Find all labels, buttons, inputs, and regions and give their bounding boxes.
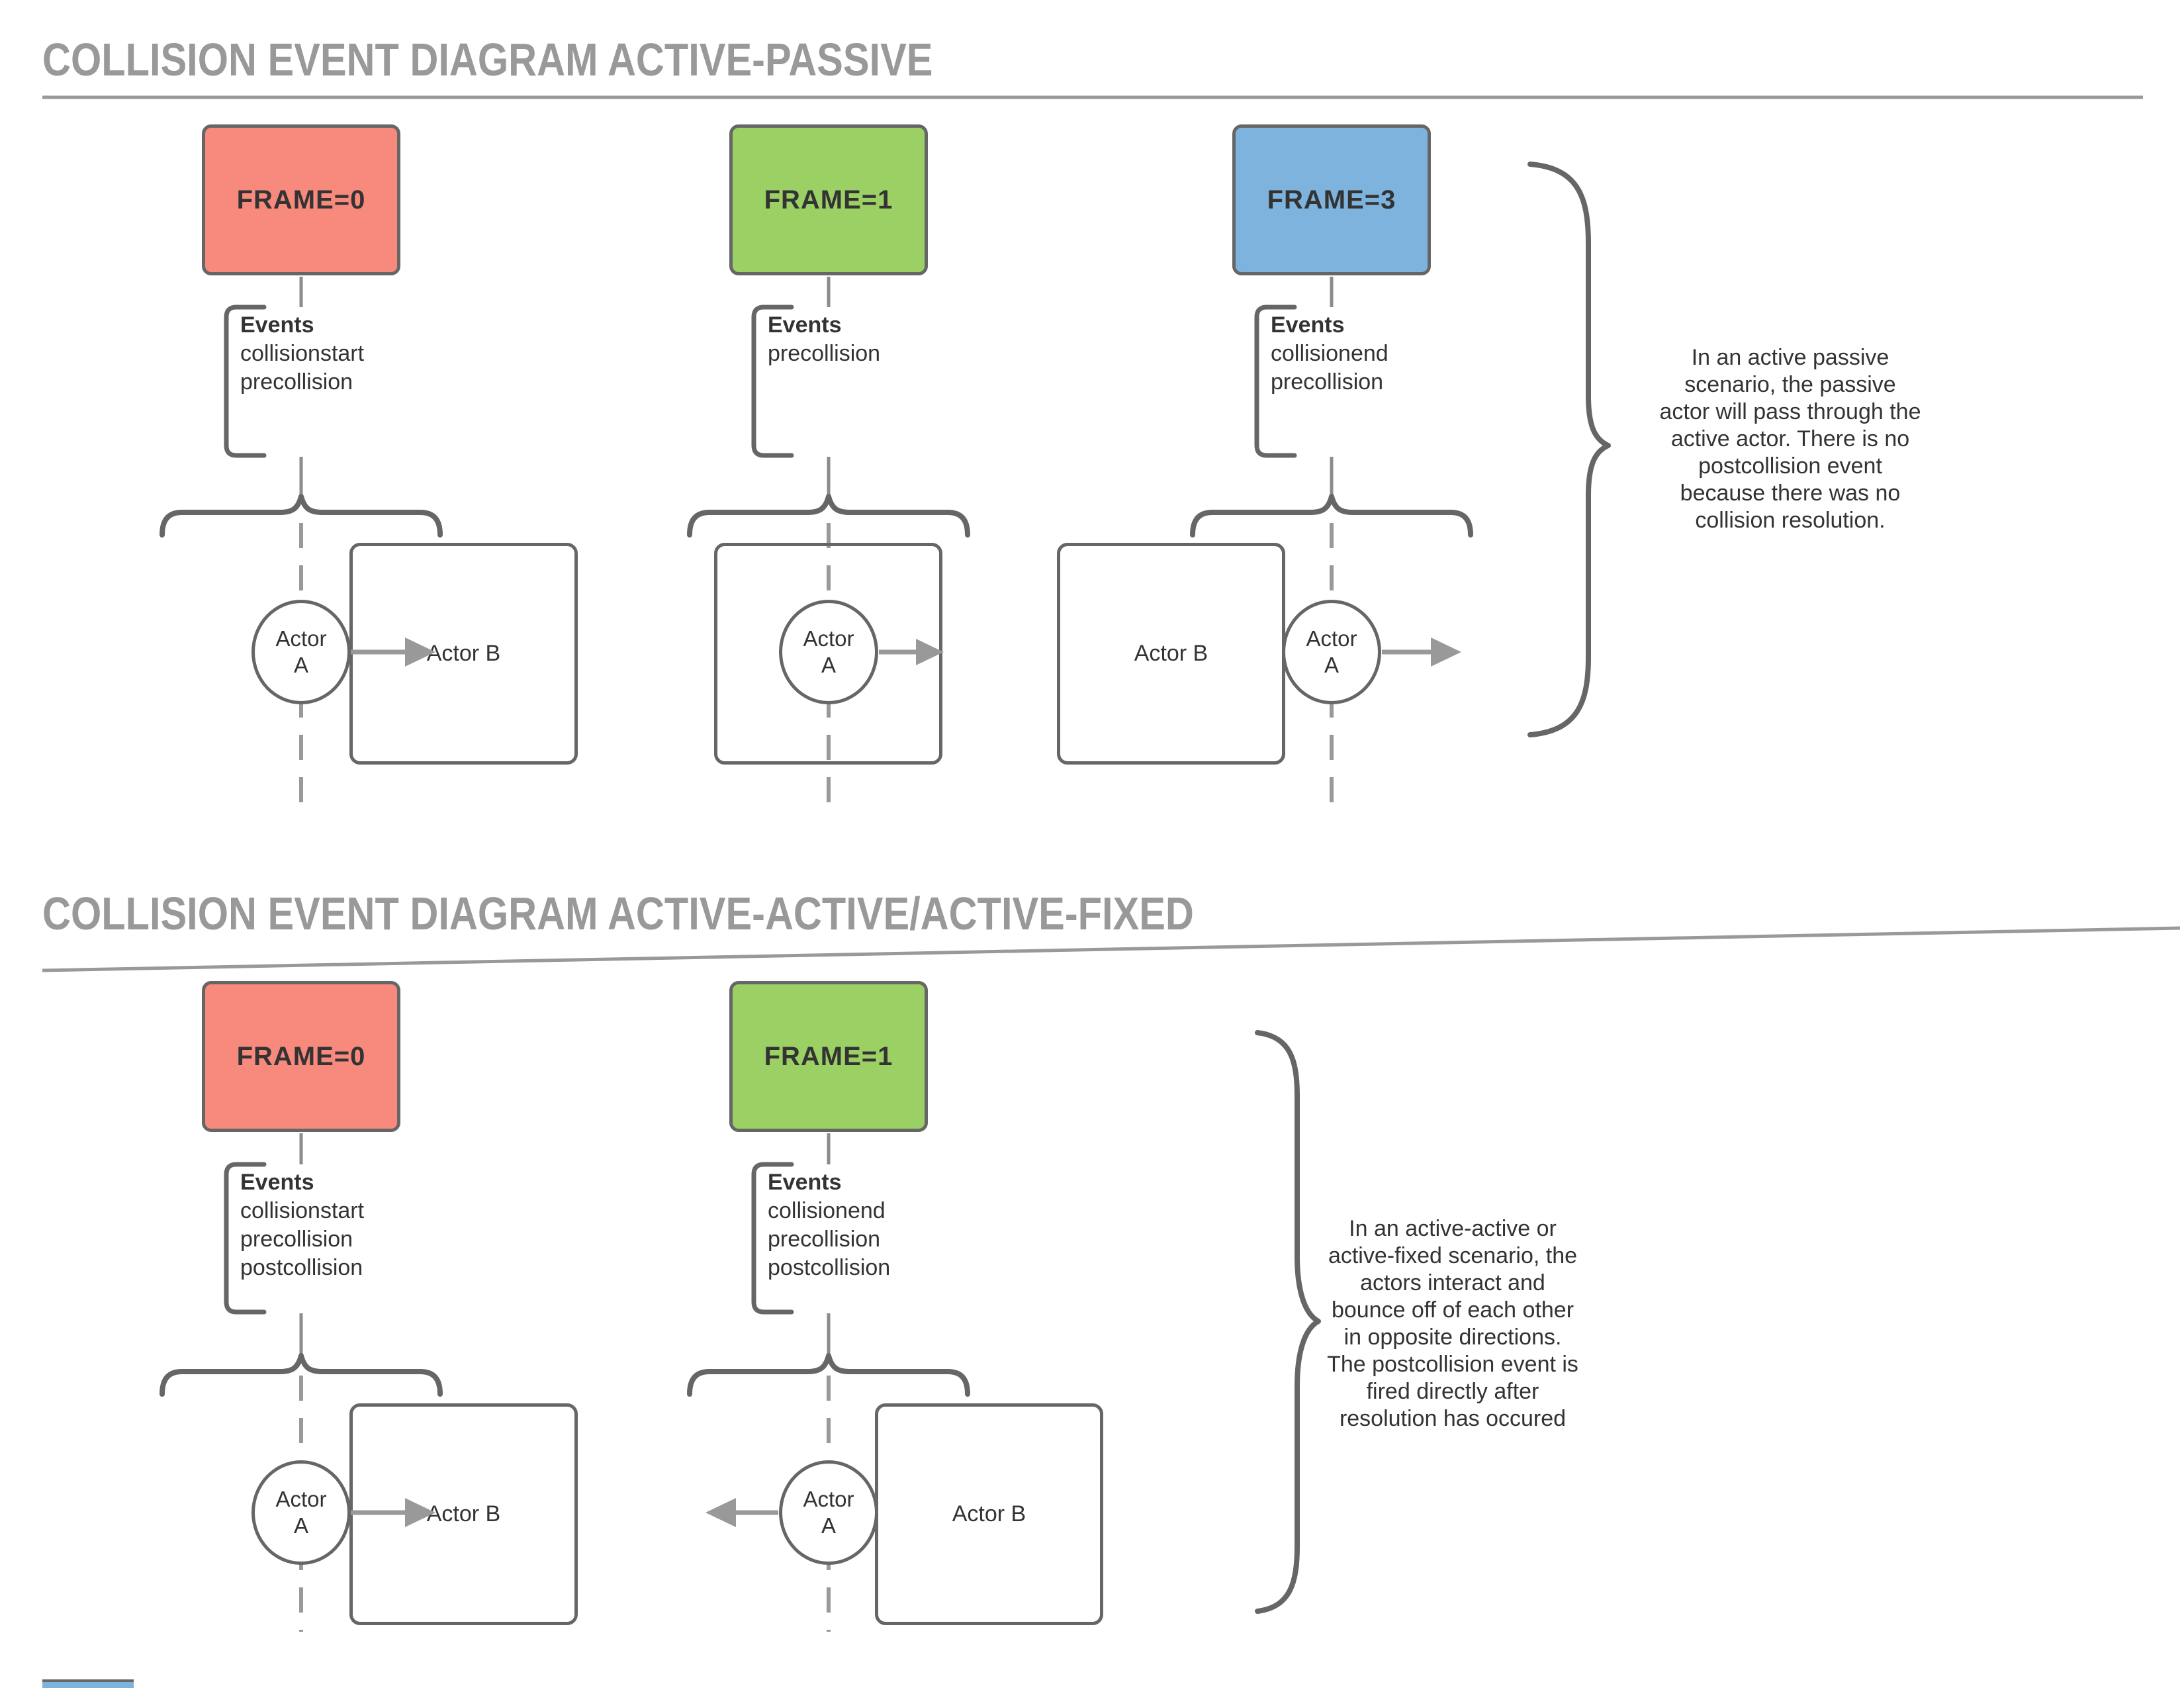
note-line: The postcollision event is	[1327, 1352, 1578, 1377]
event-item: precollision	[768, 1227, 881, 1252]
events-list: Events collisionstart precollision	[240, 311, 478, 397]
section1-summary-brace	[1527, 162, 1611, 737]
note-line: In an active passive	[1691, 345, 1889, 370]
actor-a-circle: Actor A	[1282, 600, 1381, 704]
actor-b-box: Actor B	[1057, 543, 1285, 765]
events-list: Events collisionend precollision	[1271, 311, 1509, 397]
timeline-overbrace	[1190, 494, 1473, 538]
actor-a-circle: Actor A	[251, 1460, 351, 1565]
frame-box-3: FRAME=3	[1232, 124, 1431, 275]
events-title: Events	[768, 312, 842, 338]
arrow-left-icon	[705, 1498, 778, 1527]
events-title: Events	[768, 1170, 842, 1195]
section2-note: In an active-active or active-fixed scen…	[1307, 1215, 1598, 1432]
actor-b-label: Actor B	[426, 641, 501, 666]
event-item: precollision	[240, 1227, 353, 1252]
note-line: scenario, the passive	[1684, 372, 1896, 397]
actor-a-circle: Actor A	[251, 600, 351, 704]
actor-b-box: Actor B	[875, 1403, 1103, 1625]
events-title: Events	[240, 312, 314, 338]
frame-box-1: FRAME=1	[729, 124, 928, 275]
note-line: fired directly after	[1366, 1379, 1539, 1404]
event-item: precollision	[768, 341, 881, 366]
frame-label: FRAME=0	[236, 185, 366, 214]
actor-a-label: Actor A	[803, 1487, 854, 1538]
section1-note: In an active passive scenario, the passi…	[1635, 344, 1946, 534]
frame-label: FRAME=1	[764, 1041, 893, 1071]
note-line: active-fixed scenario, the	[1328, 1243, 1578, 1268]
actor-a-circle: Actor A	[779, 600, 878, 704]
events-list: Events collisionstart precollision postc…	[240, 1168, 478, 1282]
actor-a-label: Actor A	[275, 626, 327, 677]
note-line: resolution has occured	[1339, 1406, 1567, 1431]
actor-a-circle: Actor A	[779, 1460, 878, 1565]
note-line: postcollision event	[1698, 453, 1882, 479]
actor-b-label: Actor B	[1134, 641, 1208, 666]
event-item: collisionend	[768, 1198, 886, 1223]
note-line: because there was no	[1680, 481, 1901, 506]
actor-b-label: Actor B	[952, 1501, 1026, 1526]
timeline-overbrace	[159, 494, 443, 538]
actor-b-box: Actor B	[349, 543, 578, 765]
event-item: collisionend	[1271, 341, 1388, 366]
section2-title: COLLISION EVENT DIAGRAM ACTIVE-ACTIVE/AC…	[42, 888, 1194, 939]
event-item: postcollision	[768, 1255, 891, 1280]
frame-box-0: FRAME=0	[202, 124, 400, 275]
events-title: Events	[240, 1170, 314, 1195]
note-line: actors interact and	[1360, 1270, 1545, 1295]
section1-title: COLLISION EVENT DIAGRAM ACTIVE-PASSIVE	[42, 34, 933, 85]
frame-label: FRAME=0	[236, 1041, 366, 1071]
note-line: bounce off of each other	[1331, 1297, 1574, 1323]
actor-a-label: Actor A	[803, 626, 854, 677]
events-list: Events collisionend precollision postcol…	[768, 1168, 1006, 1282]
event-item: precollision	[1271, 369, 1384, 395]
timeline-overbrace	[159, 1353, 443, 1397]
event-item: precollision	[240, 369, 353, 395]
events-list: Events precollision	[768, 311, 1006, 368]
note-line: collision resolution.	[1695, 508, 1886, 533]
timeline-overbrace	[687, 494, 970, 538]
actor-a-label: Actor A	[1306, 626, 1357, 677]
event-item: postcollision	[240, 1255, 363, 1280]
frame-label: FRAME=3	[1267, 185, 1396, 214]
note-line: In an active-active or	[1349, 1216, 1557, 1241]
note-line: active actor. There is no	[1670, 426, 1910, 451]
event-item: collisionstart	[240, 1198, 365, 1223]
actor-b-box: Actor B	[349, 1403, 578, 1625]
frame-box-0: FRAME=0	[202, 981, 400, 1132]
events-title: Events	[1271, 312, 1345, 338]
note-line: actor will pass through the	[1659, 399, 1921, 424]
timeline-overbrace	[687, 1353, 970, 1397]
frame-box-1: FRAME=1	[729, 981, 928, 1132]
actor-a-label: Actor A	[275, 1487, 327, 1538]
cropped-blue-frame-box	[42, 1679, 134, 1688]
arrow-right-icon	[1382, 637, 1461, 667]
actor-b-label: Actor B	[426, 1501, 501, 1526]
note-line: in opposite directions.	[1343, 1325, 1562, 1350]
event-item: collisionstart	[240, 341, 365, 366]
frame-label: FRAME=1	[764, 185, 893, 214]
